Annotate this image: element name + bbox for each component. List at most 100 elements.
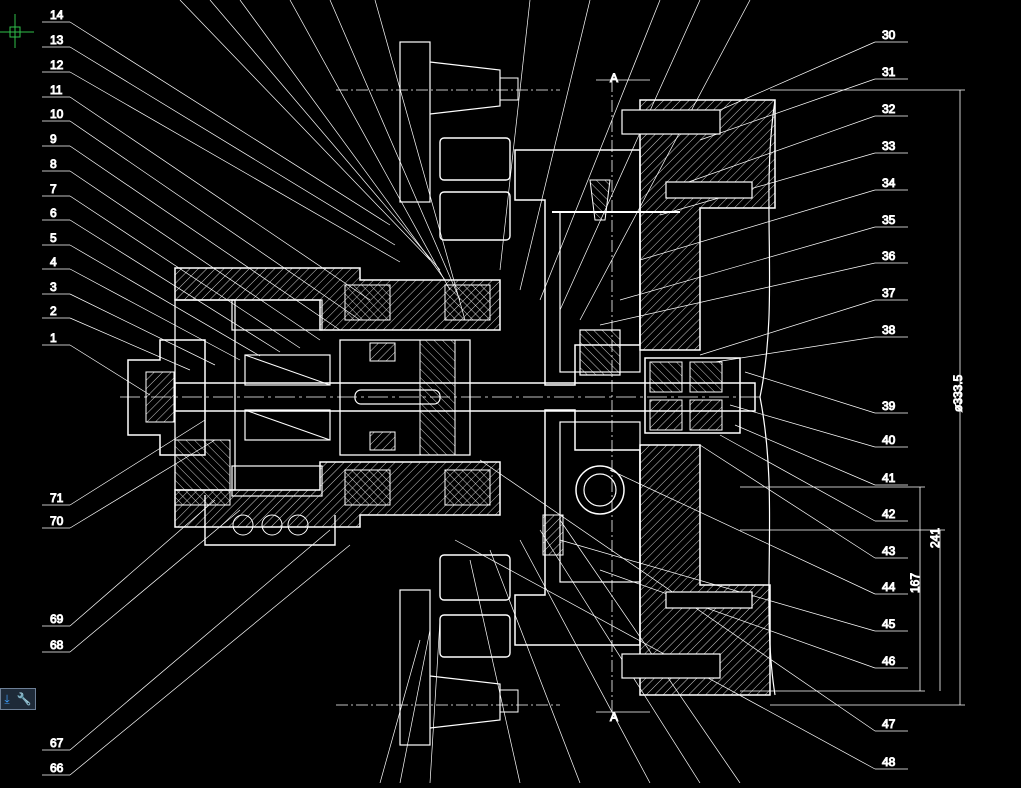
section-mark-top: A xyxy=(610,71,618,85)
leader-line xyxy=(734,424,876,486)
leader-line xyxy=(329,0,461,301)
part-label: 2 xyxy=(50,304,57,318)
end-cap xyxy=(127,299,236,506)
part-label: 14 xyxy=(50,8,64,22)
section-mark-bottom: A xyxy=(610,710,618,724)
leader-line xyxy=(399,629,431,784)
leader-line xyxy=(69,71,401,263)
part-label: 9 xyxy=(50,132,57,146)
part-label: 8 xyxy=(50,157,57,171)
gear-housing xyxy=(174,267,501,528)
leader-line xyxy=(374,0,466,321)
leader-line xyxy=(559,0,701,311)
part-label: 68 xyxy=(50,638,64,652)
part-label: 47 xyxy=(882,717,896,731)
leader-line xyxy=(519,0,591,291)
leader-line xyxy=(69,529,331,751)
leader-line xyxy=(69,46,396,246)
leader-line xyxy=(239,0,446,281)
leader-line xyxy=(69,244,261,357)
leader-line xyxy=(744,371,876,414)
part-label: 7 xyxy=(50,182,57,196)
right-bearings xyxy=(644,357,741,434)
part-label: 12 xyxy=(50,58,64,72)
part-label: 11 xyxy=(50,83,63,97)
dimension-241: 241 xyxy=(928,528,942,548)
leader-line xyxy=(69,544,351,776)
part-label: 45 xyxy=(882,617,896,631)
wrench-icon: 🔧 xyxy=(16,692,32,706)
leader-line xyxy=(69,509,241,653)
part-label: 48 xyxy=(882,755,896,769)
leader-line xyxy=(499,0,531,271)
tool-button[interactable]: ⤓ 🔧 xyxy=(0,688,36,710)
left-bearings xyxy=(244,339,471,456)
leader-line xyxy=(69,419,206,506)
part-label: 71 xyxy=(50,491,64,505)
main-shaft xyxy=(174,382,756,412)
part-label: 3 xyxy=(50,280,57,294)
leader-line xyxy=(699,299,876,356)
part-label: 67 xyxy=(50,736,64,750)
part-label: 34 xyxy=(882,176,896,190)
leader-line xyxy=(209,0,441,271)
part-label: 5 xyxy=(50,231,57,245)
leader-line xyxy=(69,145,341,331)
leader-line xyxy=(429,619,441,784)
part-label: 30 xyxy=(882,28,896,42)
leader-line xyxy=(179,0,431,261)
part-label: 10 xyxy=(50,107,64,121)
right-housing xyxy=(621,99,776,696)
leader-line xyxy=(69,268,241,361)
part-label: 31 xyxy=(882,65,896,79)
part-label: 4 xyxy=(50,255,57,269)
motors xyxy=(399,41,519,746)
part-label: 35 xyxy=(882,213,896,227)
carrier-body xyxy=(514,149,680,646)
dimension-167: 167 xyxy=(908,573,922,593)
leader-line xyxy=(69,317,191,371)
part-label: 32 xyxy=(882,102,896,116)
crosshair-cursor xyxy=(0,14,34,48)
dimension-lines xyxy=(336,79,965,715)
part-label: 40 xyxy=(882,433,896,447)
part-label: 6 xyxy=(50,206,57,220)
leader-line xyxy=(729,404,876,448)
leader-lines xyxy=(42,0,908,784)
leader-line xyxy=(714,336,876,363)
part-label: 46 xyxy=(882,654,896,668)
leader-line xyxy=(699,444,876,559)
leader-line xyxy=(719,434,876,522)
part-label: 36 xyxy=(882,249,896,263)
part-label: 42 xyxy=(882,507,896,521)
leader-line xyxy=(469,559,521,784)
bottom-fittings xyxy=(204,495,336,546)
part-label: 43 xyxy=(882,544,896,558)
leader-line xyxy=(719,41,876,111)
leader-line xyxy=(289,0,451,291)
left-part-labels: 14 13 12 11 10 9 8 7 6 5 4 3 2 1 71 70 69 68 67 66 xyxy=(50,8,65,776)
part-label: 41 xyxy=(882,471,896,485)
part-label: 69 xyxy=(50,612,64,626)
leader-line xyxy=(69,293,216,366)
part-label: 1 xyxy=(50,331,57,345)
part-label: 70 xyxy=(50,514,64,528)
part-label: 38 xyxy=(882,323,896,337)
leader-line xyxy=(69,21,391,226)
part-label: 66 xyxy=(50,761,64,775)
leader-line xyxy=(69,344,151,396)
part-label: 39 xyxy=(882,399,896,413)
leader-line xyxy=(69,170,321,341)
part-label: 37 xyxy=(882,286,896,300)
leader-line xyxy=(539,529,701,784)
leader-line xyxy=(69,96,371,301)
dimension-outer-diameter: ø333.5 xyxy=(951,374,965,412)
part-label: 33 xyxy=(882,139,896,153)
part-label: 13 xyxy=(50,33,64,47)
leader-line xyxy=(519,539,651,784)
leader-line xyxy=(489,549,581,784)
pin-icon: ⤓ xyxy=(4,692,10,706)
